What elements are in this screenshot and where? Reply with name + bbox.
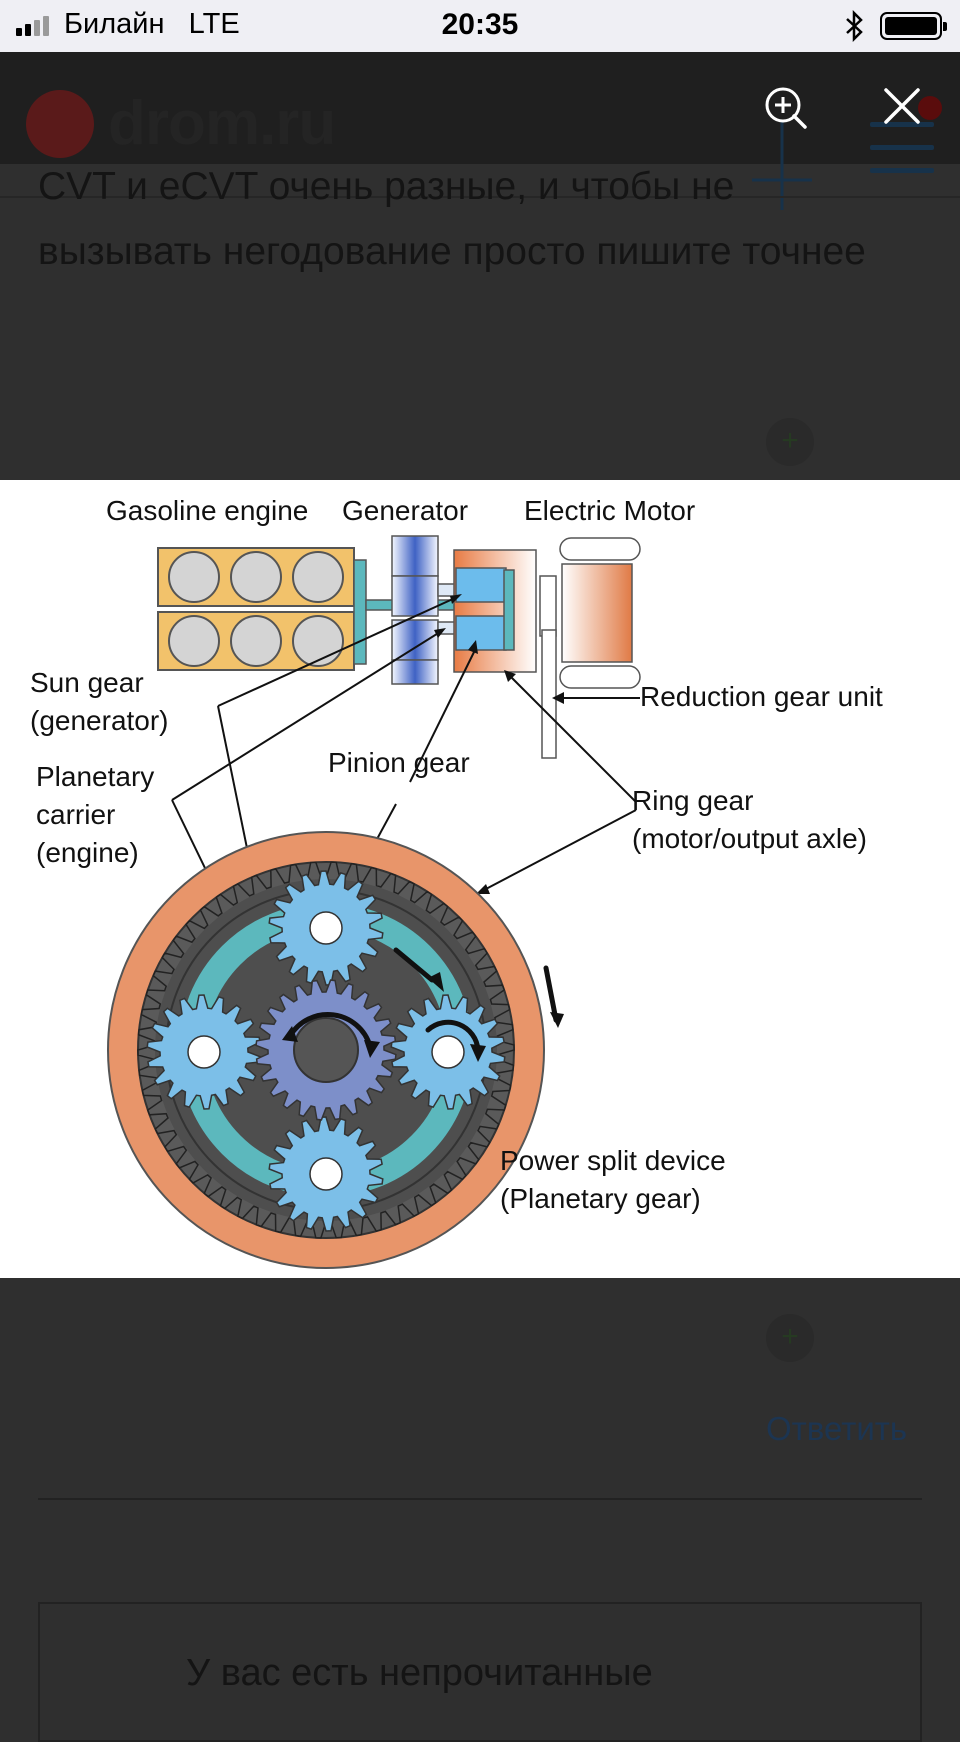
label-planetary: Planetary xyxy=(36,761,155,792)
power-split-diagram[interactable]: Gasoline engine Generator Electric Motor… xyxy=(0,480,960,1278)
carrier-name: Билайн LTE xyxy=(64,8,240,40)
site-header: drom.ru xyxy=(0,52,960,210)
label-engine-sub: (engine) xyxy=(36,837,139,868)
network-type: LTE xyxy=(188,8,240,40)
label-sun-gear-sub: (generator) xyxy=(30,705,169,736)
label-generator: Generator xyxy=(342,495,469,526)
comment-text: CVT и eCVT очень разные, и чтобы не вызы… xyxy=(38,165,866,273)
plus-icon: + xyxy=(766,1314,814,1362)
label-gasoline-engine: Gasoline engine xyxy=(106,495,309,526)
label-ring-gear: Ring gear xyxy=(632,785,754,816)
zoom-in-icon[interactable] xyxy=(764,86,808,130)
unread-notice: У вас есть непрочитанные xyxy=(186,1652,653,1694)
article-region: CVT и eCVT очень разные, и чтобы не вызы… xyxy=(0,164,960,464)
battery-icon xyxy=(880,12,947,40)
label-carrier: carrier xyxy=(36,799,116,830)
label-power-split-sub: (Planetary gear) xyxy=(500,1183,701,1214)
label-reduction-gear: Reduction gear unit xyxy=(640,681,883,712)
close-icon[interactable] xyxy=(882,86,922,126)
reply-link[interactable]: Ответить xyxy=(766,1410,908,1447)
menu-icon xyxy=(870,104,934,191)
label-sun-gear: Sun gear xyxy=(30,667,144,698)
label-pinion-gear: Pinion gear xyxy=(328,747,470,778)
label-power-split: Power split device xyxy=(500,1145,726,1176)
clock: 20:35 xyxy=(441,8,519,41)
diagram-graphic xyxy=(107,535,641,1269)
logo-icon xyxy=(26,90,94,158)
plus-icon: + xyxy=(766,418,814,466)
status-bar: Билайн LTE 20:35 xyxy=(0,0,960,52)
label-electric-motor: Electric Motor xyxy=(524,495,696,526)
label-ring-gear-sub: (motor/output axle) xyxy=(632,823,867,854)
add-icon xyxy=(752,120,812,210)
notification-dot xyxy=(918,96,942,120)
site-logo[interactable]: drom.ru xyxy=(108,89,336,158)
divider xyxy=(38,1498,922,1500)
header-divider xyxy=(0,196,960,198)
bluetooth-icon xyxy=(846,10,863,42)
